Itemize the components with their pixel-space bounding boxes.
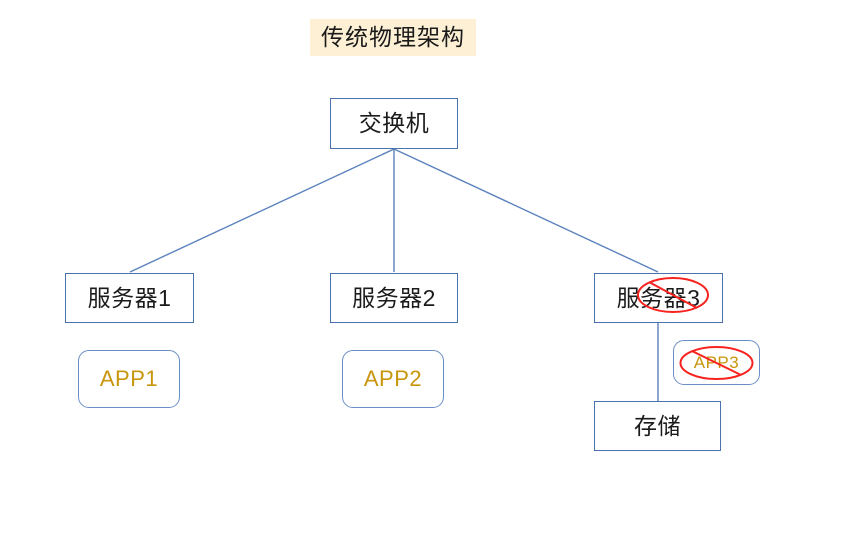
node-server1[interactable]: 服务器1 — [65, 273, 194, 323]
node-app3-label: APP3 — [693, 353, 740, 372]
node-server1-label: 服务器1 — [87, 284, 172, 311]
page-title-label: 传统物理架构 — [321, 24, 465, 50]
node-server3-label: 服务器3 — [616, 284, 701, 311]
node-app2-label: APP2 — [363, 366, 423, 391]
edge-switch-to-server3 — [393, 148, 659, 273]
edge-switch-to-server1 — [129, 148, 395, 273]
node-server3[interactable]: 服务器3 — [594, 273, 723, 323]
node-server2-label: 服务器2 — [352, 284, 436, 311]
node-app1[interactable]: APP1 — [78, 350, 180, 408]
node-app3[interactable]: APP3 — [673, 340, 760, 385]
node-storage-label: 存储 — [634, 412, 681, 439]
node-app1-label: APP1 — [99, 366, 159, 391]
node-switch[interactable]: 交换机 — [330, 98, 458, 149]
page-title: 传统物理架构 — [310, 19, 476, 56]
node-server2[interactable]: 服务器2 — [330, 273, 458, 323]
node-switch-label: 交换机 — [358, 110, 430, 136]
node-app2[interactable]: APP2 — [342, 350, 444, 408]
node-storage[interactable]: 存储 — [594, 401, 721, 451]
